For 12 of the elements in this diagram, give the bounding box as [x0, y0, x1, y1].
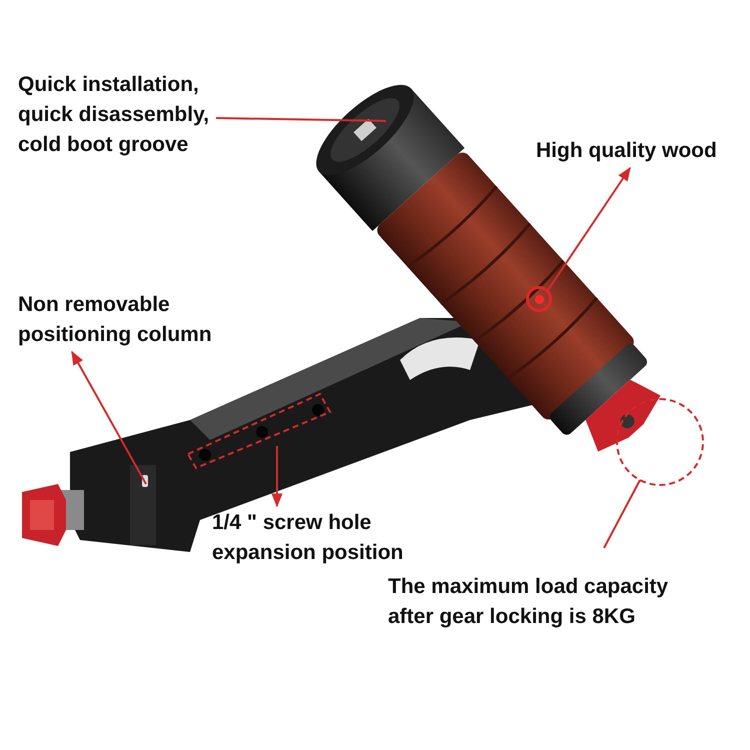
leader-arrow — [271, 446, 283, 508]
callout-text: 1/4 " screw hole expansion position — [212, 510, 404, 566]
leader-line — [216, 117, 386, 122]
callout-text: Non removable positioning column — [18, 292, 213, 348]
leader-arrow — [71, 350, 147, 484]
leader-arrow — [547, 166, 631, 291]
leader-line — [603, 480, 641, 548]
callout-text: Quick installation, quick disassembly, cold boot groove — [18, 72, 210, 158]
target-marker — [526, 286, 552, 312]
callout-text: High quality wood — [536, 138, 718, 164]
callout-text: The maximum load capacity after gear locking is 8KG — [388, 574, 670, 630]
dashed-outline — [186, 392, 332, 470]
